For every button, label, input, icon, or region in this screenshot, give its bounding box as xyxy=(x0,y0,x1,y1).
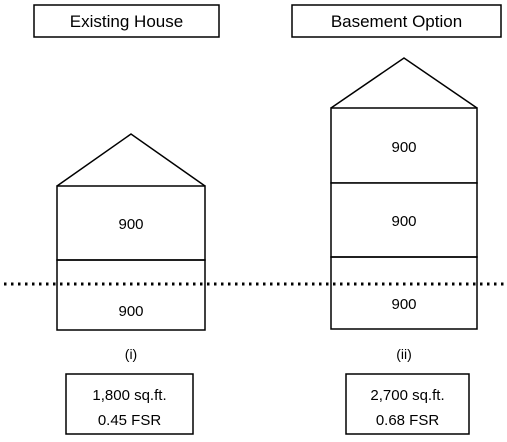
fsr-basement: 0.68 FSR xyxy=(376,412,440,429)
title-basement: Basement Option xyxy=(331,12,462,31)
floor-basement-existing-label: 900 xyxy=(118,303,143,320)
roof-basement xyxy=(330,57,478,109)
title-box-basement xyxy=(291,4,502,38)
area-existing: 1,800 sq.ft. xyxy=(92,387,166,404)
floor-middle-basement xyxy=(330,182,478,258)
house-existing: Existing House 900 900 (i) 1,800 sq.ft. … xyxy=(33,4,220,435)
stats-box-basement xyxy=(345,373,470,435)
floor-basement-basement-label: 900 xyxy=(391,296,416,313)
floor-upper-existing xyxy=(56,185,206,261)
title-box-existing xyxy=(33,4,220,38)
stats-box-existing xyxy=(65,373,194,435)
floor-top-basement-label: 900 xyxy=(391,139,416,156)
floor-basement-existing xyxy=(56,259,206,331)
floor-upper-existing-label: 900 xyxy=(118,216,143,233)
fsr-existing: 0.45 FSR xyxy=(98,412,162,429)
title-existing: Existing House xyxy=(70,12,183,31)
floor-basement-basement xyxy=(330,256,478,330)
caption-basement: (ii) xyxy=(396,346,412,362)
roof-existing xyxy=(56,133,206,187)
caption-existing: (i) xyxy=(125,346,137,362)
floor-middle-basement-label: 900 xyxy=(391,213,416,230)
area-basement: 2,700 sq.ft. xyxy=(370,387,444,404)
house-basement-option: Basement Option 900 900 900 (ii) 2,700 s… xyxy=(291,4,502,435)
